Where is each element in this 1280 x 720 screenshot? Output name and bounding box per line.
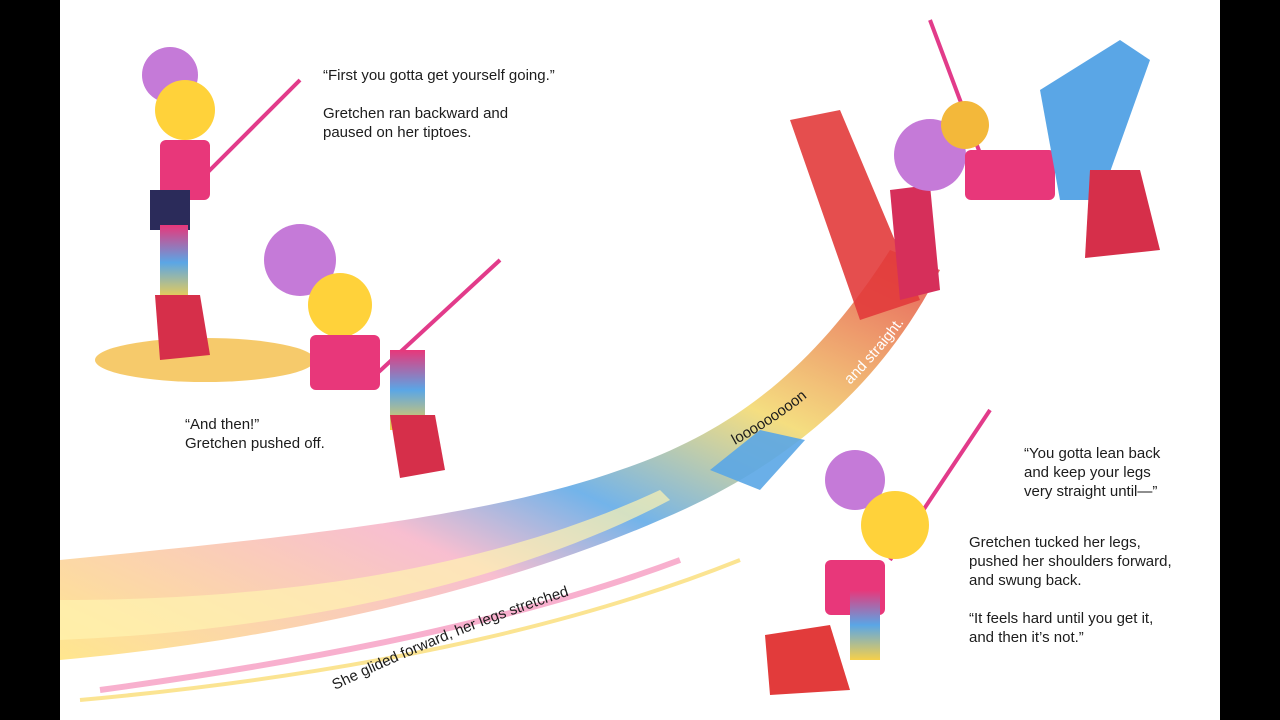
leaf-pile	[95, 338, 315, 382]
passage-lean-back: “You gotta lean back and keep your legs …	[1024, 445, 1161, 500]
passage-get-going: “First you gotta get yourself going.” Gr…	[323, 67, 555, 141]
passage-tucked-legs: Gretchen tucked her legs, pushed her sho…	[969, 534, 1172, 646]
illustration: She glided forward, her legs stretched l…	[60, 0, 1160, 702]
girl-figure-3	[894, 19, 1160, 258]
girl-figure-4	[765, 408, 992, 695]
swing-motion-streak	[60, 110, 940, 702]
girl-figure-1	[142, 47, 302, 360]
girl-figure-2	[264, 224, 502, 478]
book-page: She glided forward, her legs stretched l…	[60, 0, 1220, 720]
passage-pushed-off: “And then!” Gretchen pushed off.	[185, 416, 325, 452]
